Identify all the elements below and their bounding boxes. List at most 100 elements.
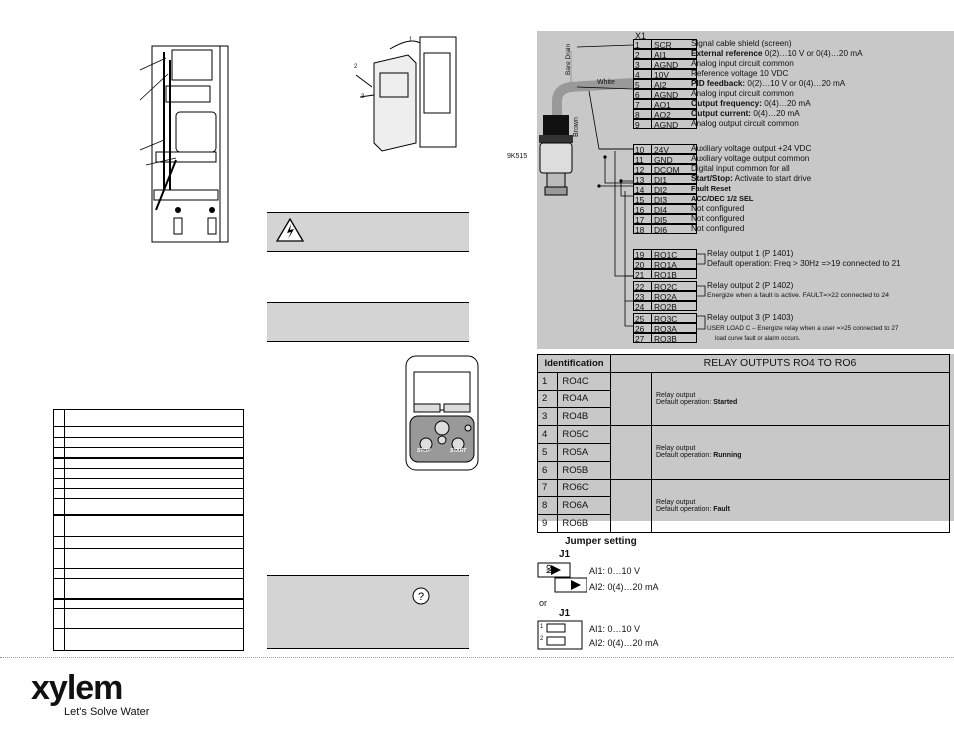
j1-label-2: J1 bbox=[559, 608, 571, 619]
desc-row: Relay output 1 (P 1401) bbox=[707, 249, 794, 258]
help-icon: ? bbox=[412, 587, 430, 605]
help-panel: ? bbox=[267, 575, 469, 649]
desc-row: Relay output 2 (P 1402) bbox=[707, 281, 794, 290]
desc-row: Not configured bbox=[691, 204, 745, 213]
control-keypad bbox=[405, 355, 479, 471]
desc-row: Auxiliary voltage output common bbox=[691, 154, 810, 163]
or-label: or bbox=[539, 598, 548, 608]
relay-outputs-table: Identification RELAY OUTPUTS RO4 TO RO6 … bbox=[536, 354, 954, 533]
note-panel bbox=[267, 302, 469, 342]
desc-row: PID feedback: 0(2)…10 V or 0(4)…20 mA bbox=[691, 79, 846, 88]
svg-text:?: ? bbox=[418, 591, 424, 603]
pin-1-label: 1 bbox=[540, 624, 544, 630]
wire-label-bare: Bare Drain bbox=[565, 43, 572, 75]
figure-label-3: 3 bbox=[361, 94, 365, 100]
ai2-setting-a: AI2: 0(4)…20 mA bbox=[589, 582, 659, 592]
tagline: Let's Solve Water bbox=[64, 706, 150, 718]
figure-label-2: 2 bbox=[354, 64, 358, 70]
jumper-j1-on-diagram bbox=[537, 562, 587, 593]
desc-row: Analog input circuit common bbox=[691, 89, 794, 98]
j1-label: J1 bbox=[559, 549, 571, 560]
desc-row: load curve fault or alarm occurs. bbox=[715, 336, 801, 342]
desc-row: External reference 0(2)…10 V or 0(4)…20 … bbox=[691, 49, 863, 58]
desc-row: USER LOAD C – Energize relay when a user… bbox=[707, 325, 899, 332]
wire-label-white: White bbox=[597, 79, 615, 86]
desc-row: Digital input common for all bbox=[691, 164, 790, 173]
relay-outputs-header: RELAY OUTPUTS RO4 TO RO6 bbox=[610, 354, 950, 373]
left-table bbox=[53, 409, 244, 651]
pin-2-label: 2 bbox=[540, 636, 544, 642]
drive-module-drawing bbox=[355, 36, 457, 152]
stop-key-label: STOP bbox=[417, 448, 431, 454]
pressure-sensor-icon bbox=[539, 115, 573, 196]
desc-row: Energize when a fault is active. FAULT=>… bbox=[707, 292, 889, 299]
ai1-setting-b: AI1: 0…10 V bbox=[589, 624, 641, 634]
jumper-setting: Jumper setting J1 ON AI1: 0…10 V AI2: 0(… bbox=[537, 536, 697, 654]
relay-group-label: Relay output bbox=[656, 445, 696, 453]
relay-group-label: Relay output bbox=[656, 391, 696, 399]
relay-group-label: Relay output bbox=[656, 498, 696, 506]
desc-row: Output frequency: 0(4)…20 mA bbox=[691, 99, 811, 108]
figure-label-1: 1 bbox=[409, 37, 413, 43]
jumper-title: Jumper setting bbox=[565, 536, 637, 547]
on-label: ON bbox=[544, 564, 551, 574]
x1-wiring-lines bbox=[552, 44, 706, 330]
ai1-setting-a: AI1: 0…10 V bbox=[589, 566, 641, 576]
drive-cabinet-drawing bbox=[139, 45, 229, 243]
jumper-j1-alt-diagram bbox=[537, 620, 583, 650]
desc-row: Fault Reset bbox=[691, 184, 731, 193]
desc-row: Signal cable shield (screen) bbox=[691, 39, 792, 48]
desc-row: ACC/DEC 1/2 SEL bbox=[691, 194, 754, 203]
desc-row: Analog input circuit common bbox=[691, 59, 794, 68]
xylem-logo: xylem bbox=[31, 669, 123, 707]
sensor-model-label: 9K515 bbox=[507, 153, 528, 160]
desc-row: Start/Stop: Activate to start drive bbox=[691, 174, 812, 183]
ai2-setting-b: AI2: 0(4)…20 mA bbox=[589, 638, 659, 648]
identification-header: Identification bbox=[537, 354, 611, 373]
desc-row: Relay output 3 (P 1403) bbox=[707, 313, 794, 322]
desc-row: Auxiliary voltage output +24 VDC bbox=[691, 144, 812, 153]
desc-row: Not configured bbox=[691, 214, 745, 223]
x1-header: X1 bbox=[635, 31, 647, 41]
warning-panel bbox=[267, 212, 469, 252]
desc-row: Analog output circuit common bbox=[691, 119, 799, 128]
warning-triangle-icon bbox=[276, 218, 304, 242]
start-key-label: START bbox=[450, 448, 467, 454]
desc-row: Default operation: Freq > 30Hz =>19 conn… bbox=[707, 259, 901, 268]
footer-divider bbox=[0, 657, 954, 658]
desc-row: Output current: 0(4)…20 mA bbox=[691, 109, 800, 118]
